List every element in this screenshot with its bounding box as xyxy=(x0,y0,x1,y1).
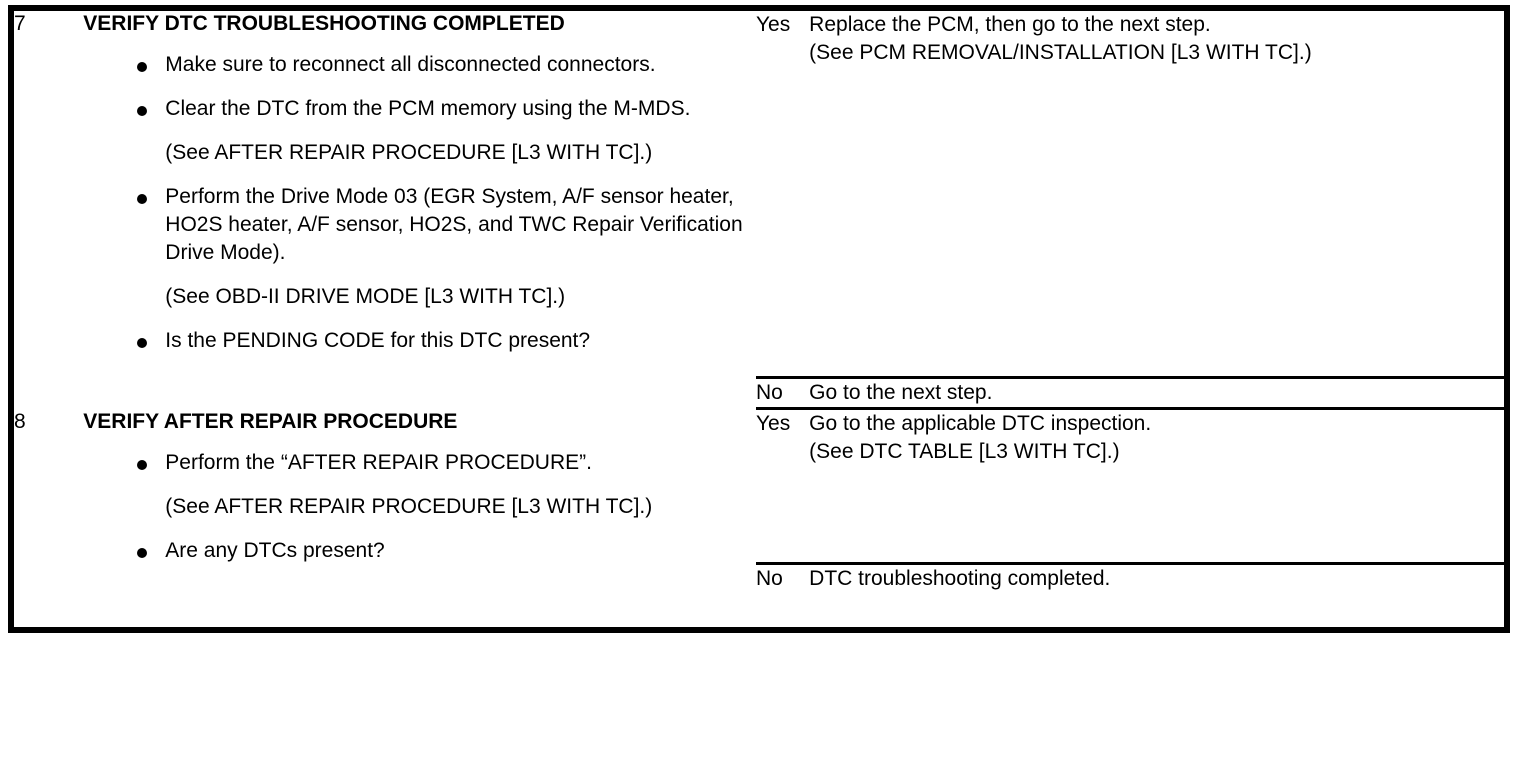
bullet-reference-note: (See OBD-II DRIVE MODE [L3 WITH TC].) xyxy=(165,285,566,308)
table-row-step8-no: No DTC troubleshooting completed. xyxy=(11,564,1507,631)
action-text: DTC troubleshooting completed. xyxy=(809,567,1111,590)
step-bullet-list-7: Make sure to reconnect all disconnected … xyxy=(83,51,756,355)
action-text: Replace the PCM, then go to the next ste… xyxy=(809,13,1211,36)
bullet-text: Are any DTCs present? xyxy=(165,538,385,562)
bullet-text: Clear the DTC from the PCM memory using … xyxy=(165,97,691,120)
bullet-dot-icon xyxy=(137,194,148,204)
step-number-8: 8 xyxy=(14,409,26,433)
bullet-text: Perform the Drive Mode 03 (EGR System, A… xyxy=(165,185,743,264)
bullet-text: Perform the “AFTER REPAIR PROCEDURE”. xyxy=(165,450,592,474)
action-text: Go to the applicable DTC inspection. xyxy=(809,412,1152,435)
result-label-yes: Yes xyxy=(755,412,791,435)
result-label-cell-yes-8: Yes xyxy=(755,408,810,565)
result-label-cell-no-8: No xyxy=(756,564,809,631)
action-reference-note: (See PCM REMOVAL/INSTALLATION [L3 WITH T… xyxy=(809,41,1312,64)
list-item: Are any DTCs present? xyxy=(83,537,756,565)
bullet-dot-icon xyxy=(137,106,148,116)
step-title-8: VERIFY AFTER REPAIR PROCEDURE xyxy=(83,409,458,433)
bullet-text: Make sure to reconnect all disconnected … xyxy=(165,53,656,76)
bullet-reference-note: (See AFTER REPAIR PROCEDURE [L3 WITH TC]… xyxy=(165,141,653,164)
bullet-dot-icon xyxy=(137,338,148,348)
result-label-yes: Yes xyxy=(755,13,791,36)
action-cell-no-8: DTC troubleshooting completed. xyxy=(809,564,1507,631)
list-item: Is the PENDING CODE for this DTC present… xyxy=(83,327,756,355)
step-body-cell-7: VERIFY DTC TROUBLESHOOTING COMPLETED Mak… xyxy=(83,8,756,409)
result-label-no: No xyxy=(755,567,783,590)
result-label-no: No xyxy=(755,381,783,404)
result-label-cell-yes-7: Yes xyxy=(755,8,810,379)
list-item: Make sure to reconnect all disconnected … xyxy=(83,51,756,79)
table-row-step7-no: No Go to the next step. xyxy=(11,377,1507,410)
action-cell-no-7: Go to the next step. xyxy=(809,377,1507,410)
step-body-cell-8: VERIFY AFTER REPAIR PROCEDURE Perform th… xyxy=(83,409,756,631)
bullet-reference-note: (See AFTER REPAIR PROCEDURE [L3 WITH TC]… xyxy=(165,494,653,518)
table-row-step8-yes: 8 VERIFY AFTER REPAIR PROCEDURE Perform … xyxy=(11,408,1507,565)
list-item: Perform the Drive Mode 03 (EGR System, A… xyxy=(83,183,756,311)
step-bullet-list-8: Perform the “AFTER REPAIR PROCEDURE”. (S… xyxy=(83,449,756,565)
dtc-troubleshooting-table: 7 VERIFY DTC TROUBLESHOOTING COMPLETED M… xyxy=(8,5,1510,633)
list-item: Perform the “AFTER REPAIR PROCEDURE”. (S… xyxy=(83,449,756,521)
bullet-dot-icon xyxy=(137,62,148,72)
step-number-cell-8: 8 xyxy=(11,409,83,631)
list-item: Clear the DTC from the PCM memory using … xyxy=(83,95,756,167)
table-row-step7-yes: 7 VERIFY DTC TROUBLESHOOTING COMPLETED M… xyxy=(11,8,1507,379)
step-title-7: VERIFY DTC TROUBLESHOOTING COMPLETED xyxy=(83,12,565,35)
bullet-dot-icon xyxy=(137,547,148,558)
result-label-cell-no-7: No xyxy=(755,377,810,410)
action-reference-note: (See DTC TABLE [L3 WITH TC].) xyxy=(809,440,1120,463)
bullet-dot-icon xyxy=(137,459,148,470)
action-text: Go to the next step. xyxy=(809,381,993,404)
action-cell-yes-7: Replace the PCM, then go to the next ste… xyxy=(809,8,1507,379)
bullet-text: Is the PENDING CODE for this DTC present… xyxy=(165,329,591,352)
action-cell-yes-8: Go to the applicable DTC inspection. (Se… xyxy=(809,408,1507,565)
step-number-cell-7: 7 xyxy=(11,8,83,409)
step-number-7: 7 xyxy=(14,12,26,35)
